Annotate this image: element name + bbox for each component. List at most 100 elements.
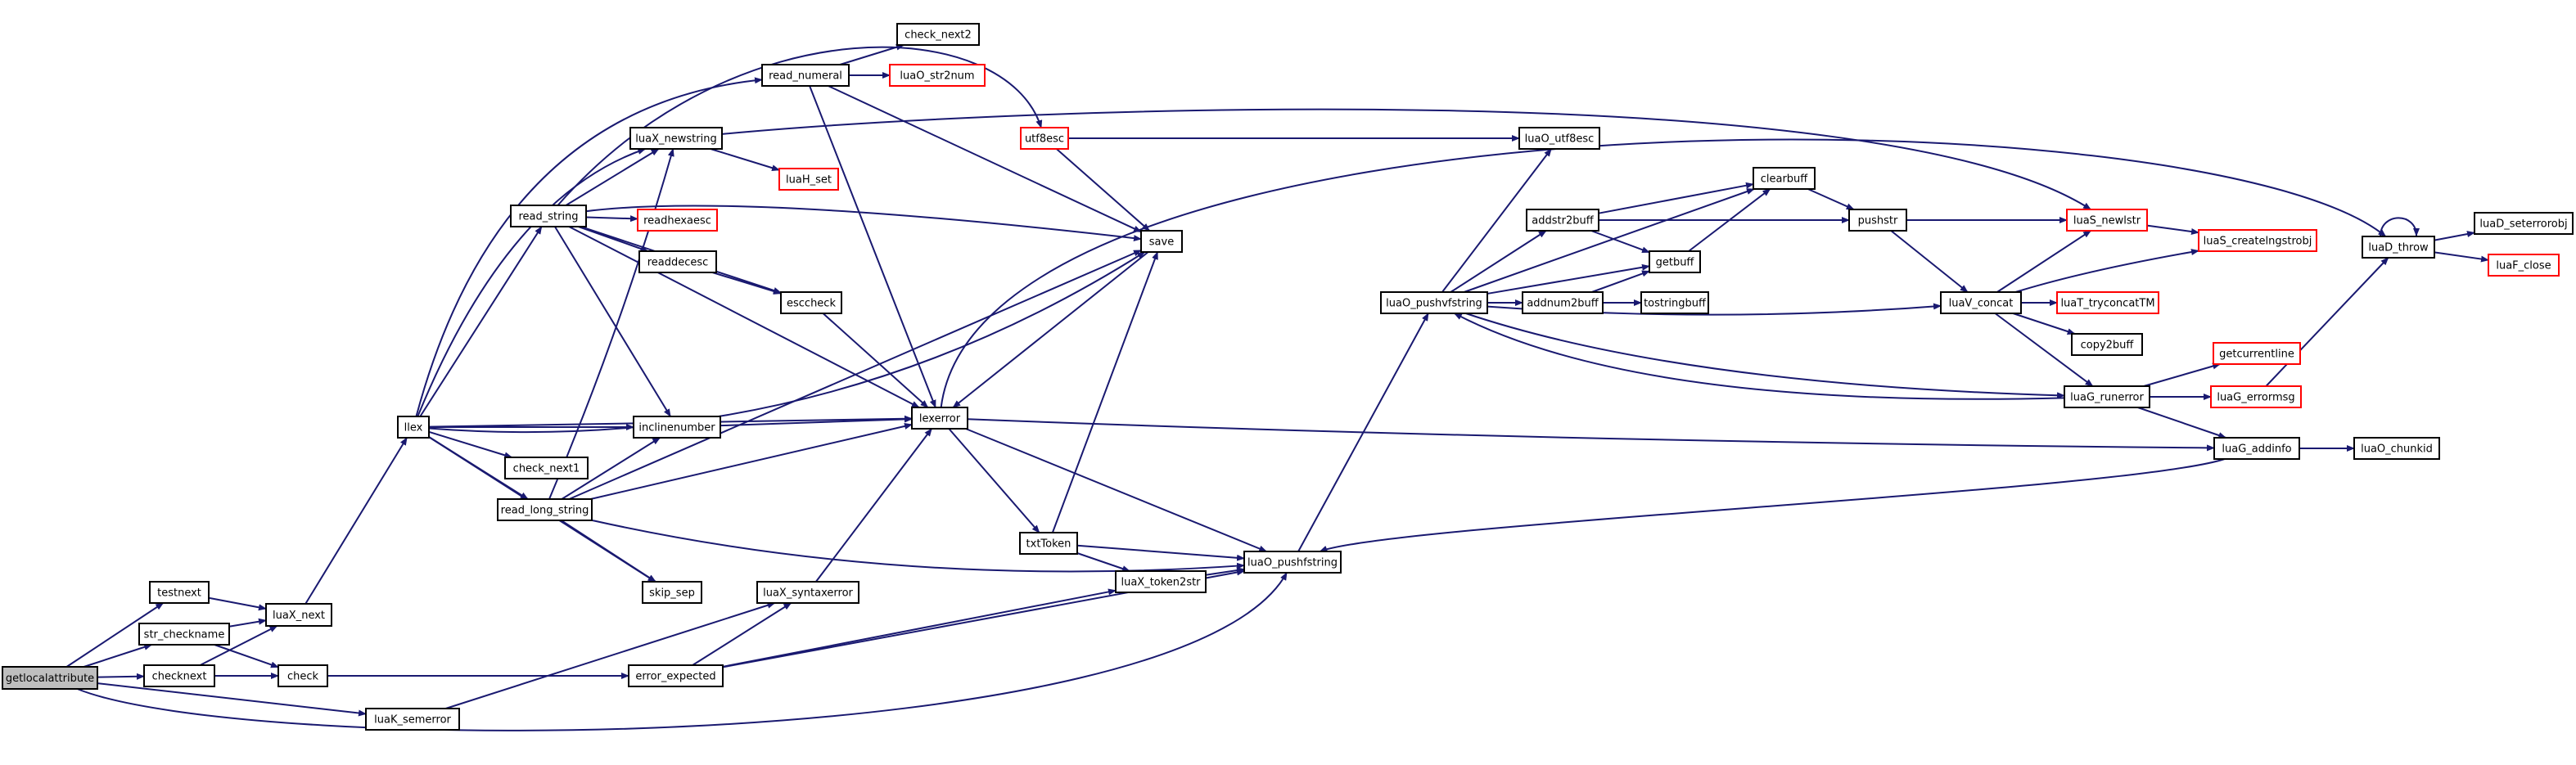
node-label: pushstr — [1858, 215, 1898, 227]
edge-read_string-to-save — [585, 205, 1142, 242]
edge-readdecesc-to-esccheck — [712, 272, 782, 295]
node-luaX_newstring[interactable]: luaX_newstring — [629, 127, 723, 150]
node-luaV_concat[interactable]: luaV_concat — [1940, 291, 2022, 314]
node-label: luaD_seterrorobj — [2479, 218, 2567, 231]
node-skip_sep[interactable]: skip_sep — [642, 581, 702, 604]
edge-clearbuff-to-pushstr — [1807, 188, 1855, 210]
node-box — [265, 603, 332, 627]
node-luaX_token2str[interactable]: luaX_token2str — [1115, 570, 1207, 593]
node-box — [2362, 236, 2435, 259]
node-luaX_syntaxerror[interactable]: luaX_syntaxerror — [756, 581, 859, 604]
node-box — [365, 708, 460, 731]
node-clearbuff[interactable]: clearbuff — [1753, 167, 1816, 190]
node-pushstr[interactable]: pushstr — [1848, 209, 1907, 232]
node-box — [761, 64, 850, 87]
node-checknext[interactable]: checknext — [143, 664, 215, 687]
node-check[interactable]: check — [277, 664, 328, 687]
node-readhexaesc[interactable]: readhexaesc — [637, 209, 718, 232]
node-box — [277, 664, 328, 687]
node-label: skip_sep — [649, 587, 695, 600]
edge-lexerror-to-luaO_pushfstring — [965, 428, 1268, 552]
node-luaG_addinfo[interactable]: luaG_addinfo — [2213, 437, 2300, 460]
node-getlocalattribute[interactable]: getlocalattribute — [2, 666, 98, 690]
edge-read_long_string-to-luaX_newstring — [548, 148, 674, 500]
edge-checknext-to-luaX_next — [200, 625, 278, 666]
node-box — [2, 666, 98, 690]
edge-read_long_string-to-skip_sep — [560, 520, 656, 583]
edge-addstr2buff-to-getbuff — [1590, 230, 1650, 254]
node-label: luaO_utf8esc — [1525, 133, 1595, 146]
node-utf8esc[interactable]: utf8esc — [1020, 127, 1069, 150]
node-box — [497, 498, 593, 521]
node-check_next2[interactable]: check_next2 — [896, 23, 980, 46]
node-lexerror[interactable]: lexerror — [911, 407, 968, 430]
node-check_next1[interactable]: check_next1 — [504, 457, 589, 479]
edge-getlocalattribute-to-luaO_pushfstring — [77, 572, 1288, 731]
node-testnext[interactable]: testnext — [149, 581, 210, 604]
node-getbuff[interactable]: getbuff — [1649, 250, 1701, 273]
node-box — [1940, 291, 2022, 314]
node-llex[interactable]: llex — [397, 416, 430, 439]
node-luaO_utf8esc[interactable]: luaO_utf8esc — [1518, 127, 1600, 150]
node-luaO_pushfstring[interactable]: luaO_pushfstring — [1243, 551, 1342, 574]
edge-lexerror-to-luaG_addinfo — [967, 418, 2215, 452]
node-read_long_string[interactable]: read_long_string — [497, 498, 593, 521]
edge-luaX_syntaxerror-to-lexerror — [815, 428, 932, 583]
node-label: luaT_tryconcatTM — [2060, 298, 2154, 310]
node-luaF_close[interactable]: luaF_close — [2488, 254, 2560, 277]
node-label: tostringbuff — [1644, 298, 1707, 310]
node-luaS_newlstr[interactable]: luaS_newlstr — [2066, 209, 2148, 232]
node-box — [896, 23, 980, 46]
node-label: txtToken — [1026, 538, 1071, 551]
node-inclinenumber[interactable]: inclinenumber — [633, 416, 721, 439]
node-save[interactable]: save — [1140, 230, 1183, 253]
node-luaS_createlngstrobj[interactable]: luaS_createlngstrobj — [2198, 229, 2317, 252]
node-luaK_semerror[interactable]: luaK_semerror — [365, 708, 460, 731]
edge-luaO_pushvfstring-to-getbuff — [1487, 263, 1650, 295]
node-str_checkname[interactable]: str_checkname — [138, 623, 230, 646]
node-luaX_next[interactable]: luaX_next — [265, 603, 332, 627]
node-box — [510, 205, 587, 227]
edge-luaX_next-to-llex — [305, 437, 408, 605]
node-read_string[interactable]: read_string — [510, 205, 587, 227]
node-luaD_seterrorobj[interactable]: luaD_seterrorobj — [2474, 212, 2574, 235]
node-tostringbuff[interactable]: tostringbuff — [1640, 291, 1709, 314]
edge-read_string-to-readdecesc — [578, 226, 649, 252]
node-luaO_pushvfstring[interactable]: luaO_pushvfstring — [1380, 291, 1488, 314]
node-label: check_next1 — [513, 463, 580, 475]
node-luaD_throw[interactable]: luaD_throw — [2362, 236, 2435, 259]
node-label: luaH_set — [786, 174, 832, 187]
node-box — [1522, 291, 1604, 314]
node-addstr2buff[interactable]: addstr2buff — [1526, 209, 1599, 232]
node-esccheck[interactable]: esccheck — [780, 291, 842, 314]
node-error_expected[interactable]: error_expected — [628, 664, 724, 687]
node-luaG_runerror[interactable]: luaG_runerror — [2064, 385, 2150, 408]
node-luaG_errormsg[interactable]: luaG_errormsg — [2210, 385, 2302, 408]
node-label: checknext — [152, 671, 207, 683]
node-label: luaO_chunkid — [2361, 443, 2433, 456]
node-copy2buff[interactable]: copy2buff — [2071, 333, 2143, 356]
edge-read_numeral-to-save — [828, 85, 1142, 233]
node-txtToken[interactable]: txtToken — [1019, 532, 1078, 555]
edge-luaD_throw-to-luaF_close — [2434, 251, 2489, 263]
node-addnum2buff[interactable]: addnum2buff — [1522, 291, 1604, 314]
edge-lexerror-to-luaD_throw — [940, 138, 2387, 408]
node-luaH_set[interactable]: luaH_set — [778, 168, 839, 191]
edge-llex-to-save — [428, 251, 1146, 434]
node-label: copy2buff — [2081, 340, 2135, 352]
edge-luaK_semerror-to-luaX_syntaxerror — [445, 601, 776, 709]
node-getcurrentline[interactable]: getcurrentline — [2213, 342, 2301, 365]
node-luaO_str2num[interactable]: luaO_str2num — [889, 64, 986, 87]
node-label: error_expected — [635, 671, 715, 683]
node-box — [1380, 291, 1488, 314]
node-label: readdecesc — [647, 257, 709, 269]
node-box — [2210, 385, 2302, 408]
node-readdecesc[interactable]: readdecesc — [638, 250, 717, 273]
node-luaO_chunkid[interactable]: luaO_chunkid — [2353, 437, 2440, 460]
node-luaT_tryconcatTM[interactable]: luaT_tryconcatTM — [2056, 291, 2159, 314]
node-box — [889, 64, 986, 87]
node-read_numeral[interactable]: read_numeral — [761, 64, 850, 87]
node-label: luaF_close — [2496, 260, 2551, 272]
edge-esccheck-to-lexerror — [822, 313, 929, 408]
